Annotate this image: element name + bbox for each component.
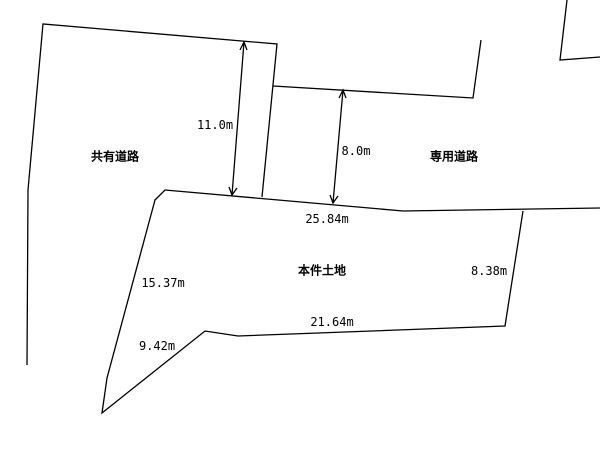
shared-road-width-arrow bbox=[228, 40, 248, 197]
neighbor-lot-boundary bbox=[559, 0, 600, 61]
shared-road-width-label: 11.0m bbox=[196, 118, 234, 132]
subject-land-boundary bbox=[101, 189, 524, 415]
private-road-label: 専用道路 bbox=[429, 149, 479, 164]
south-side-label: 21.64m bbox=[310, 315, 354, 329]
shared-road-label: 共有道路 bbox=[90, 149, 140, 164]
road-edge-line bbox=[402, 207, 600, 212]
west-side-label: 15.37m bbox=[141, 276, 185, 290]
private-road-boundary bbox=[272, 39, 482, 99]
southwest-side-label: 9.42m bbox=[138, 339, 176, 353]
shared-road-boundary bbox=[26, 23, 278, 366]
subject-land-label: 本件土地 bbox=[297, 263, 347, 278]
private-road-width-label: 8.0m bbox=[341, 144, 371, 158]
north-side-label: 25.84m bbox=[305, 212, 349, 226]
private-road-width-arrow bbox=[329, 88, 347, 205]
east-side-label: 8.38m bbox=[470, 264, 508, 278]
